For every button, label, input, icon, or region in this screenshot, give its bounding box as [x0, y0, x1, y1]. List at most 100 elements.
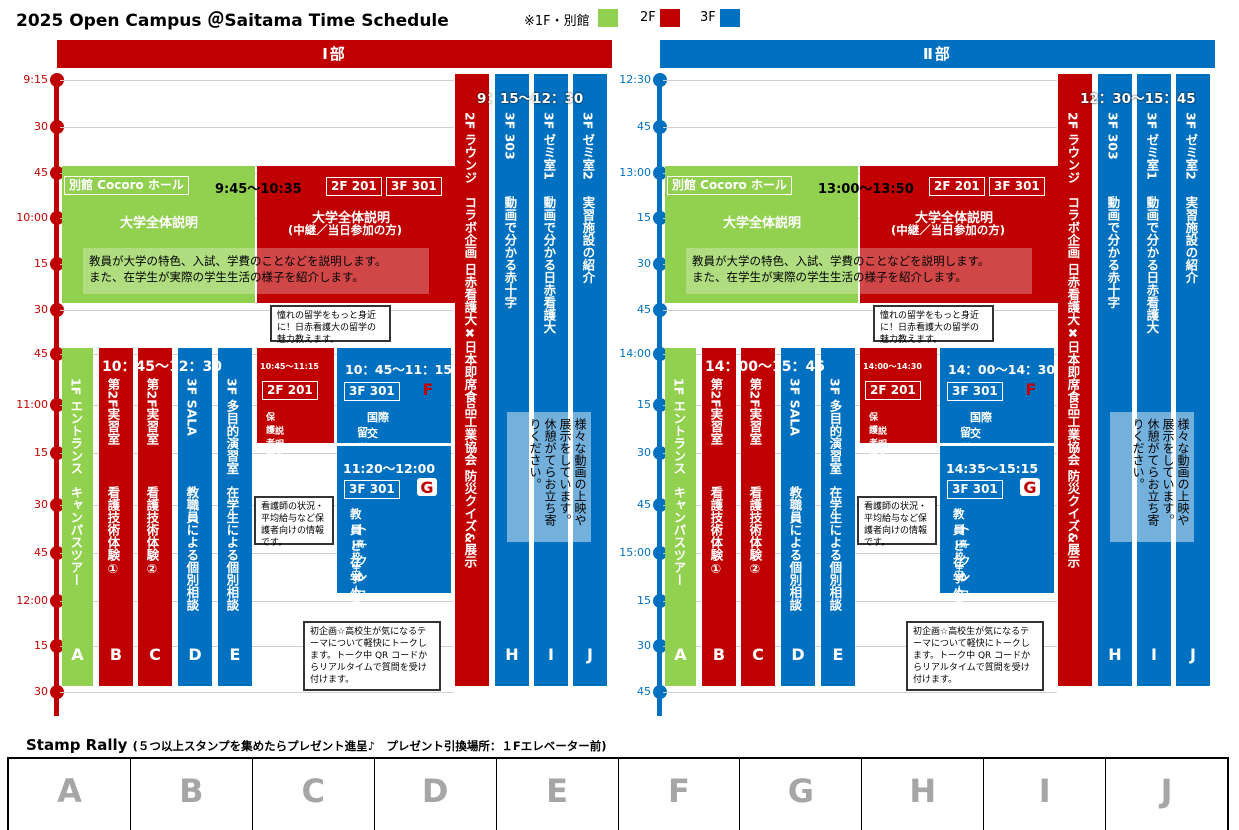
columns-time: 14：00～15：45	[705, 359, 825, 375]
time-tick: 30	[34, 120, 48, 133]
time-tick: 15	[637, 211, 651, 224]
stamp-rally-label: Stamp Rally	[26, 736, 128, 754]
page-title: 2025 Open Campus ＠Saitama Time Schedule	[16, 11, 449, 31]
main-title-right-sub: (中継／当日参加の方)	[288, 223, 403, 237]
grid-line	[663, 601, 1057, 602]
letter-badge	[1020, 478, 1040, 496]
column-room: 1F エントランス	[68, 378, 84, 475]
exhibit-room: 3F ゼミ室1	[1144, 112, 1160, 180]
time-tick: 30	[637, 257, 651, 270]
legend-note: ※1F・別館	[524, 14, 590, 29]
venue-tag: 別館 Cocoro ホール	[667, 176, 792, 195]
relay-block	[860, 166, 1058, 303]
column-room: 第2F実習室	[144, 378, 160, 446]
exhibit-program: 動画で分かる日赤看護大	[541, 196, 557, 334]
exhibit-room: 3F 303	[1105, 112, 1121, 160]
legend-swatch-blue	[720, 9, 740, 27]
callout-talk: 初企画☆高校生が気になるテーマについて軽快にトークします。トーク中 QR コード…	[906, 621, 1044, 691]
program-column	[62, 348, 93, 686]
main-description: 教員が大学の特色、入試、学費のことなどを説明します。また、在学生が実際の学生生活…	[686, 248, 1032, 294]
column-letter: C	[149, 645, 161, 664]
time-tick: 12:30	[619, 73, 651, 86]
parents-text: 保護者向け	[869, 413, 879, 475]
exhibit-program: 動画で分かる赤十字	[1105, 196, 1121, 309]
stamp-rally-table: A B C D E F G H I J	[7, 757, 1229, 830]
column-letter: D	[188, 645, 202, 664]
grid-line	[60, 692, 454, 693]
exhibit-column	[1098, 74, 1132, 686]
column-room: 3F SALA	[787, 378, 803, 436]
room-tag: 2F 201	[865, 381, 921, 400]
time-tick: 45	[637, 120, 651, 133]
time-tick: 30	[637, 639, 651, 652]
talkshow-sub: (高校生 60 人まで)	[955, 540, 968, 620]
talkshow-time: 11:20～12:00	[343, 461, 436, 476]
grid-line	[60, 553, 454, 554]
room-tag: 3F 301	[344, 382, 400, 401]
parents-text: 説明会	[275, 427, 285, 463]
time-tick: 15	[34, 257, 48, 270]
stamp-cell: F	[619, 759, 741, 830]
timeline-rail	[657, 74, 662, 716]
stamp-rally-title: Stamp Rally (５つ以上スタンプを集めたらプレゼント進呈♪ プレゼント…	[26, 736, 607, 754]
time-tick: 15	[637, 594, 651, 607]
time-tick: 14:00	[619, 347, 651, 360]
exhibit-room: 3F ゼミ室2	[580, 112, 596, 180]
main-hall-block	[62, 166, 255, 303]
exhibit-notice: 様々な動画の上映や展示をしています。休憩がてらお立ち寄りください。	[1110, 412, 1194, 542]
talkshow-title: 教員と在学生の	[953, 507, 965, 617]
talkshow-time: 14:35～15:15	[946, 461, 1039, 476]
grid-line	[663, 127, 1057, 128]
event-letter-f: F	[422, 380, 434, 399]
main-time: 9:45～10:35	[215, 182, 302, 197]
column-room: 3F SALA	[184, 378, 200, 436]
column-letter: C	[752, 645, 764, 664]
exhibit-column	[495, 74, 529, 686]
program-column	[665, 348, 696, 686]
part-band: Ⅱ部	[660, 40, 1215, 68]
exhibit-letter: I	[1151, 645, 1157, 664]
exhibit-program: 動画で分かる赤十字	[502, 196, 518, 309]
callout-ryugaku: 憧れの留学をもっと身近に！日赤看護大の留学の魅力教えます。	[873, 305, 994, 345]
grid-line	[60, 601, 454, 602]
time-tick: 30	[637, 446, 651, 459]
stamp-cell: A	[9, 759, 131, 830]
main-title-left: 大学全体説明	[723, 216, 802, 231]
room-tag: 2F 201	[929, 177, 985, 196]
grid-line	[60, 80, 454, 81]
parents-time: 14:00～14:30	[863, 362, 922, 371]
stamp-cell: H	[862, 759, 985, 830]
column-program: 在学生による個別相談	[827, 486, 843, 611]
room-tag: 2F 201	[326, 177, 382, 196]
legend-3f: 3F	[700, 10, 716, 25]
legend-swatch-green	[598, 9, 618, 27]
column-letter: E	[832, 645, 844, 664]
time-tick: 45	[34, 166, 48, 179]
parents-text: 説明会	[878, 427, 888, 463]
callout-parents: 看護師の状況・平均給与など保護者向けの情報です。	[254, 496, 334, 548]
exhibit-room: 3F ゼミ室2	[1183, 112, 1199, 180]
exhibit-letter: J	[587, 645, 593, 664]
event-letter-f: F	[1025, 380, 1037, 399]
event-letter-g: G	[1023, 478, 1037, 497]
time-tick: 45	[637, 685, 651, 698]
column-room: 第2F実習室	[708, 378, 724, 446]
main-hall-block	[665, 166, 858, 303]
letter-badge	[417, 478, 437, 496]
talkshow-sub: (高校生 60 人まで)	[352, 540, 365, 620]
column-room: 3F 多目的演習室	[224, 378, 240, 475]
program-column	[821, 348, 855, 686]
exhibit-letter: H	[1108, 645, 1122, 664]
column-letter: D	[791, 645, 805, 664]
stamp-cell: J	[1160, 772, 1173, 810]
column-program: 看護技術体験①	[105, 486, 121, 576]
time-tick: 15:00	[619, 546, 651, 559]
exhibit-time: 9：15～12：30	[477, 91, 584, 107]
timeline-rail	[54, 74, 59, 716]
time-tick: 30	[34, 303, 48, 316]
time-tick: 15	[34, 446, 48, 459]
stamp-cell: D	[375, 759, 497, 830]
column-program: 教職員による個別相談	[184, 486, 200, 611]
exhibit-program: コラボ企画 日赤看護大✖日本即席食品工業協会 防災クイズ&展示	[462, 196, 478, 569]
relay-block	[257, 166, 455, 303]
